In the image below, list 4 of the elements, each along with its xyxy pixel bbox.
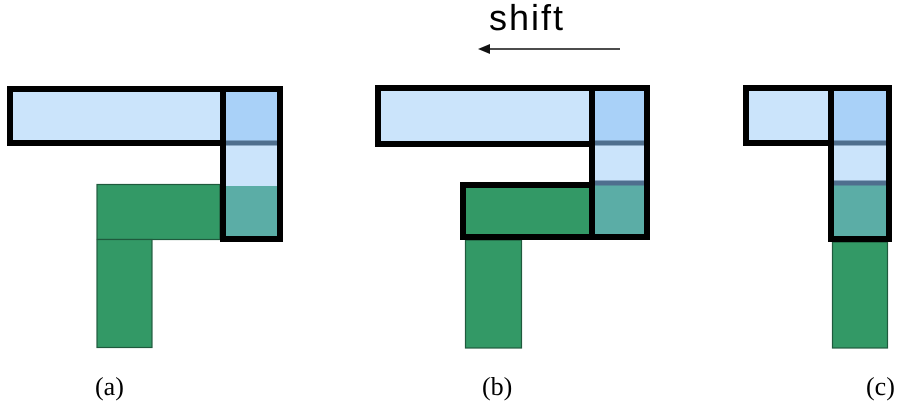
panel-label: (a)	[95, 374, 124, 400]
arrow-label: shift	[489, 0, 566, 36]
panel-label: (c)	[866, 374, 895, 400]
panel-label: (b)	[482, 374, 512, 400]
